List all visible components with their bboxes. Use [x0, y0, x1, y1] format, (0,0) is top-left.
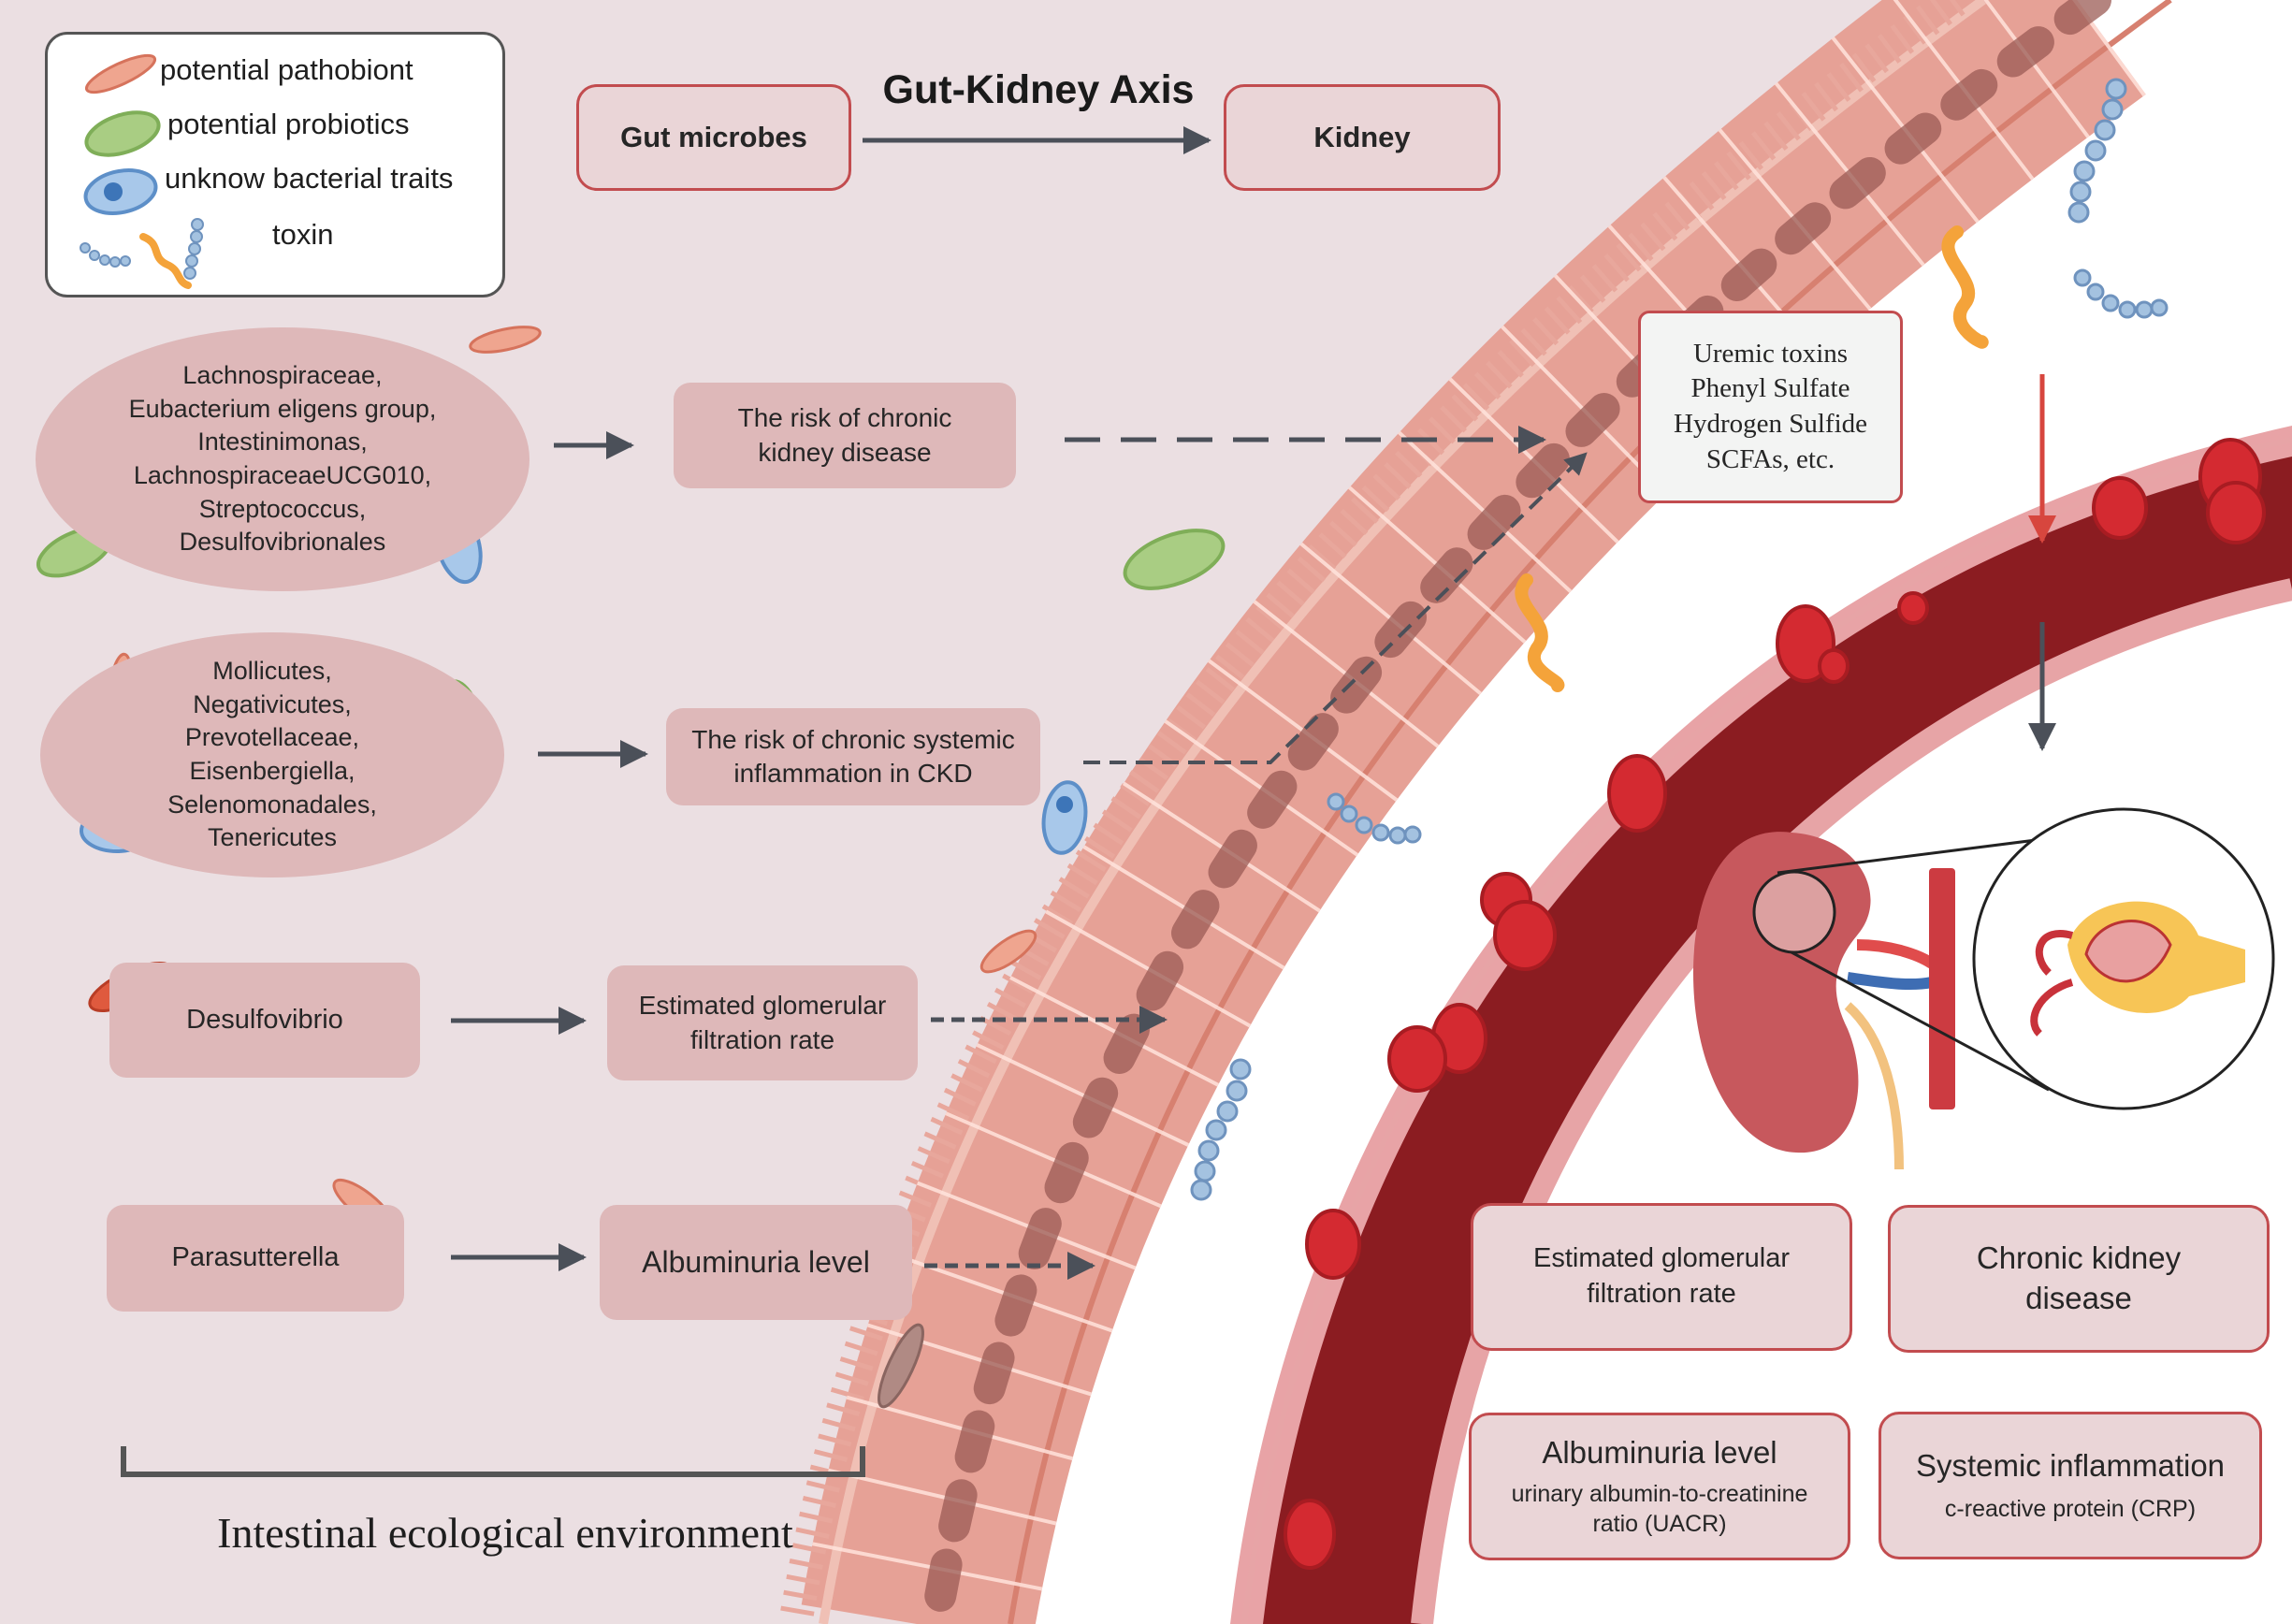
green-bacterium-icon — [84, 110, 161, 157]
gut-microbes-box: Gut microbes — [576, 84, 851, 191]
kidney-outcome-albuminuria-title: Albuminuria level — [1542, 1435, 1777, 1471]
kidney-outcome-inflammation-title: Systemic inflammation — [1915, 1448, 2226, 1484]
kidney-outcome-inflammation: Systemic inflammation c-reactive protein… — [1879, 1412, 2262, 1559]
toxin-chain-icon — [80, 218, 204, 280]
kidney-outcome-ckd-title: Chronic kidney disease — [1976, 1240, 2182, 1315]
legend-icons — [80, 53, 204, 289]
kidney-outcome-albuminuria-subtitle: urinary albumin-to-creatinine ratio (UAC… — [1511, 1480, 1808, 1538]
connector-arrows — [121, 126, 2056, 1477]
taxa-group-2: Mollicutes, Negativicutes, Prevotellacea… — [40, 632, 504, 877]
taxa-parasutterella: Parasutterella — [107, 1205, 404, 1312]
kidney-outcome-egfr: Estimated glomerular filtration rate — [1471, 1203, 1852, 1351]
kidney-outcome-ckd: Chronic kidney disease — [1888, 1205, 2270, 1353]
kidney-outcome-albuminuria: Albuminuria level urinary albumin-to-cre… — [1469, 1413, 1850, 1560]
legend-label-unknown: unknow bacterial traits — [165, 162, 454, 195]
outcome-box-egfr: Estimated glomerular filtration rate — [607, 965, 918, 1080]
kidney-illustration — [1693, 807, 2275, 1170]
page-title: Gut-Kidney Axis — [882, 67, 1195, 112]
red-blood-cells — [1284, 438, 2266, 1570]
outcome-box-ckd-risk: The risk of chronic kidney disease — [674, 383, 1016, 488]
kidney-outcome-egfr-title: Estimated glomerular filtration rate — [1533, 1243, 1790, 1309]
taxa-desulfovibrio: Desulfovibrio — [109, 963, 420, 1078]
legend: potential pathobiont potential probiotic… — [45, 32, 505, 297]
rod-bacterium-icon — [84, 53, 157, 94]
blue-cell-icon — [83, 168, 158, 215]
legend-label-probiotics: potential probiotics — [167, 108, 410, 140]
legend-label-pathobiont: potential pathobiont — [160, 53, 413, 86]
kidney-box: Kidney — [1224, 84, 1501, 191]
kidney-outcome-inflammation-subtitle: c-reactive protein (CRP) — [1944, 1496, 2197, 1523]
toxin-squiggle-icon — [139, 233, 192, 289]
environment-caption: Intestinal ecological environment — [217, 1509, 793, 1557]
outcome-box-albuminuria: Albuminuria level — [600, 1205, 912, 1320]
outcome-box-inflammation-risk: The risk of chronic systemic inflammatio… — [666, 708, 1040, 805]
taxa-group-1: Lachnospiraceae, Eubacterium eligens gro… — [36, 327, 529, 591]
legend-label-toxin: toxin — [272, 218, 334, 251]
uremic-toxins-box: Uremic toxins Phenyl Sulfate Hydrogen Su… — [1638, 311, 1903, 503]
